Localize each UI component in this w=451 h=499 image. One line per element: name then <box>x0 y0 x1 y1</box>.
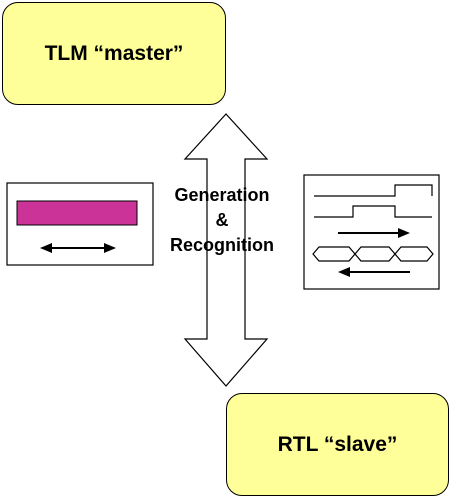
label-line-generation: Generation <box>174 185 270 205</box>
tlm-master-label: TLM “master” <box>44 41 184 65</box>
bidirectional-arrow-icon <box>40 243 116 253</box>
label-line-recognition: Recognition <box>170 235 274 255</box>
right-arrow-icon <box>338 228 410 238</box>
signal-waveform-2 <box>314 205 432 218</box>
signal-waveform-1 <box>314 184 433 197</box>
generation-recognition-label: Generation & Recognition <box>154 183 290 258</box>
double-arrow <box>183 113 269 387</box>
left-arrow-icon <box>338 267 410 277</box>
data-bus-waveform <box>312 246 434 262</box>
rtl-slave-label: RTL “slave” <box>277 432 398 456</box>
tlm-master-box: TLM “master” <box>2 2 226 105</box>
label-line-ampersand: & <box>215 210 229 230</box>
waveform-panel <box>303 174 440 290</box>
rtl-slave-box: RTL “slave” <box>226 393 449 496</box>
transaction-bar <box>16 200 138 226</box>
transaction-panel <box>6 182 154 266</box>
